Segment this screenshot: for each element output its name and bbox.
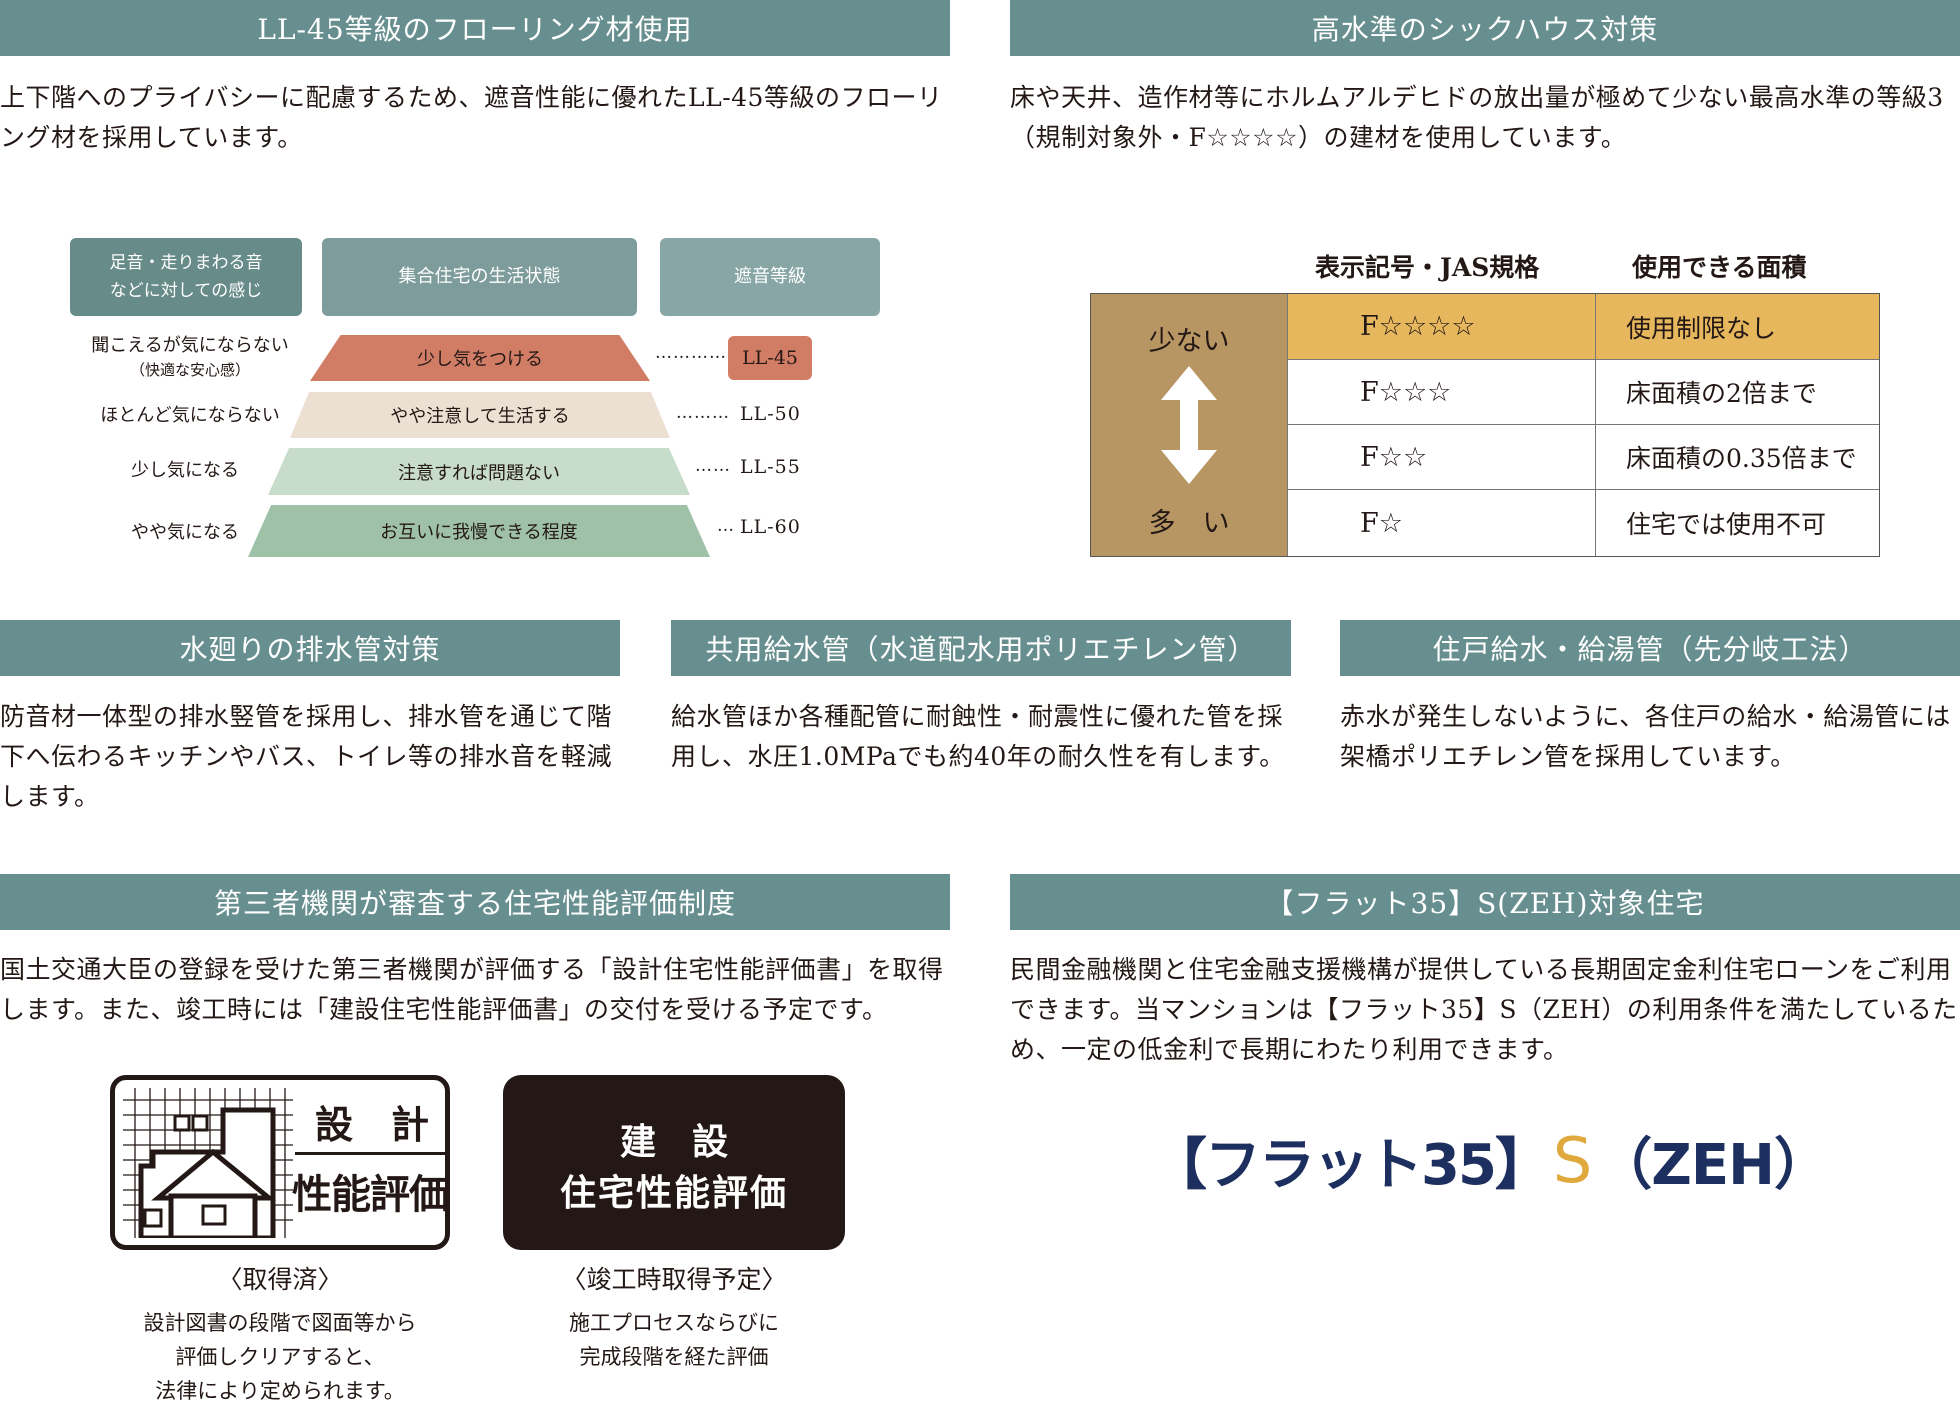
design-evaluation-badge: 設 計 性能評価 (110, 1075, 450, 1250)
formaldehyde-table: 少ない 多 い F☆☆☆☆ 使用制限なし F☆☆☆ 床面積の2倍まで F☆☆ 床… (1090, 293, 1880, 557)
diagram-feel-2: ほとんど気にならない (100, 405, 280, 426)
diagram-grade-2: LL-50 (740, 403, 801, 425)
design-desc-line1: 設計図書の段階で図面等から (143, 1311, 417, 1335)
section-header-drain: 水廻りの排水管対策 (0, 620, 620, 676)
diagram-state-1: 少し気をつける (310, 335, 650, 381)
table-row-4-area: 住宅では使用不可 (1595, 490, 1879, 556)
table-col-header-mark: 表示記号・JAS規格 (1315, 253, 1540, 282)
construction-badge-line2: 住宅性能評価 (559, 1173, 788, 1214)
design-badge-caption: 〈取得済〉 (217, 1265, 343, 1294)
house-grid-icon (123, 1088, 293, 1238)
table-row-4-mark: F☆ (1287, 490, 1595, 556)
diagram-state-3: 注意すれば問題ない (268, 448, 690, 495)
diagram-grade-1: LL-45 (728, 336, 812, 380)
flat35-logo: 【フラット35】 S （ZEH） (1151, 1120, 1830, 1200)
table-col-header-area: 使用できる面積 (1632, 253, 1807, 282)
section-body-flat35: 民間金融機関と住宅金融支援機構が提供している長期固定金利住宅ローンをご利用できま… (1010, 955, 1958, 1064)
diagram-dots-3: …… (695, 456, 731, 476)
diagram-state-2: やや注意して生活する (290, 392, 670, 438)
construction-badge-caption: 〈竣工時取得予定〉 (561, 1265, 787, 1294)
section-header-shared-water: 共用給水管（水道配水用ポリエチレン管） (671, 620, 1291, 676)
diagram-grade-4: LL-60 (740, 516, 801, 538)
diagram-feel-3: 少し気になる (131, 460, 239, 481)
table-row-2-area: 床面積の2倍まで (1595, 360, 1879, 425)
diagram-head-mid: 集合住宅の生活状態 (322, 238, 637, 316)
table-row-2-mark: F☆☆☆ (1287, 360, 1595, 425)
flat35-logo-zeh: （ZEH） (1596, 1132, 1830, 1198)
section-header-evaluation: 第三者機関が審査する住宅性能評価制度 (0, 874, 950, 930)
section-body-evaluation: 国土交通大臣の登録を受けた第三者機関が評価する「設計住宅性能評価書」を取得します… (0, 955, 944, 1024)
table-row-3-mark: F☆☆ (1287, 425, 1595, 490)
construction-desc-line1: 施工プロセスならびに (569, 1311, 779, 1335)
up-down-arrow-icon (1161, 366, 1217, 484)
table-row-3-area: 床面積の0.35倍まで (1595, 425, 1879, 490)
section-header-flooring: LL-45等級のフローリング材使用 (0, 0, 950, 56)
table-side-gradient: 少ない 多 い (1091, 294, 1288, 556)
section-body-unit-water: 赤水が発生しないように、各住戸の給水・給湯管には架橋ポリエチレン管を採用していま… (1340, 702, 1951, 771)
design-desc-line2: 評価しクリアすると、 (175, 1345, 385, 1369)
diagram-feel-1: 聞こえるが気にならない （快適な安心感） (80, 334, 300, 382)
diagram-head-right: 遮音等級 (660, 238, 880, 316)
diagram-dots-4: … (717, 516, 735, 536)
diagram-head-left: 足音・走りまわる音などに対しての感じ (70, 238, 302, 316)
flat35-logo-s: S (1552, 1123, 1593, 1197)
diagram-feel-1-sub: （快適な安心感） (129, 361, 250, 379)
diagram-dots-1: ………… (655, 343, 727, 363)
section-header-flat35: 【フラット35】S(ZEH)対象住宅 (1010, 874, 1960, 930)
section-body-drain: 防音材一体型の排水竪管を採用し、排水管を通じて階下へ伝わるキッチンやバス、トイレ… (0, 702, 613, 811)
construction-desc-line2: 完成段階を経た評価 (579, 1345, 769, 1369)
construction-badge-line1: 建 設 (619, 1122, 728, 1163)
table-row-1-area: 使用制限なし (1595, 294, 1879, 360)
section-body-sickhouse: 床や天井、造作材等にホルムアルデヒドの放出量が極めて少ない最高水準の等級3（規制… (1010, 83, 1944, 152)
diagram-grade-3: LL-55 (740, 456, 801, 478)
table-side-top: 少ない (1148, 326, 1230, 357)
diagram-head-left-line2: などに対しての感じ (109, 281, 263, 301)
flat35-logo-main: 【フラット35】 (1150, 1132, 1551, 1198)
table-row-1-mark: F☆☆☆☆ (1287, 294, 1595, 360)
design-badge-line2: 性能評価 (292, 1172, 448, 1218)
table-side-bottom: 多 い (1148, 508, 1230, 539)
design-badge-divider (295, 1152, 445, 1155)
diagram-head-left-line1: 足音・走りまわる音 (109, 253, 263, 273)
section-header-sickhouse: 高水準のシックハウス対策 (1010, 0, 1960, 56)
diagram-feel-4: やや気になる (131, 522, 239, 543)
design-desc-line3: 法律により定められます。 (155, 1379, 405, 1403)
section-body-flooring: 上下階へのプライバシーに配慮するため、遮音性能に優れたLL-45等級のフローリン… (0, 83, 943, 152)
design-badge-description: 設計図書の段階で図面等から 評価しクリアすると、 法律により定められます。 (110, 1306, 450, 1408)
design-badge-line1: 設 計 (314, 1103, 429, 1147)
diagram-feel-1-text: 聞こえるが気にならない (91, 335, 289, 356)
construction-evaluation-badge: 建 設 住宅性能評価 (503, 1075, 845, 1250)
diagram-state-4: お互いに我慢できる程度 (248, 505, 710, 557)
section-header-unit-water: 住戸給水・給湯管（先分岐工法） (1340, 620, 1960, 676)
section-body-shared-water: 給水管ほか各種配管に耐蝕性・耐震性に優れた管を採用し、水圧1.0MPaでも約40… (671, 702, 1285, 771)
construction-badge-description: 施工プロセスならびに 完成段階を経た評価 (503, 1306, 845, 1374)
diagram-dots-2: ……… (676, 403, 730, 423)
